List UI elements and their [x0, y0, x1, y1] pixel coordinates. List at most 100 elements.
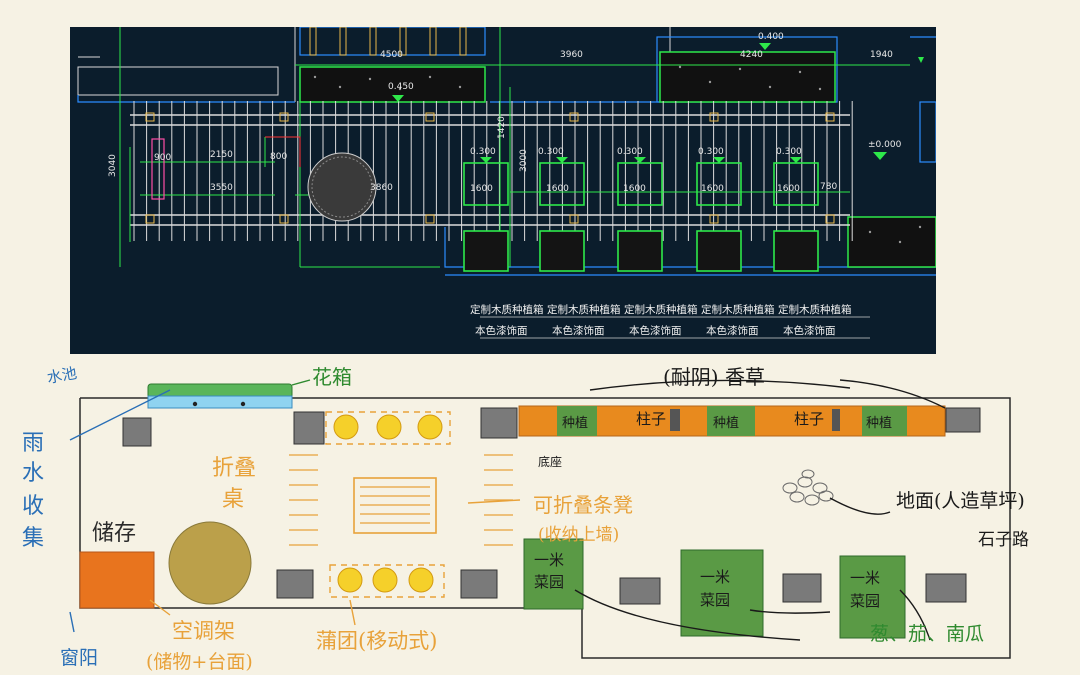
- cad-box-dim-4: 1600: [777, 184, 800, 194]
- storage-round: [168, 521, 252, 605]
- cad-box-elev-3: 0.300: [698, 147, 724, 157]
- pond: [147, 383, 293, 409]
- cad-dimension-lines: [119, 27, 910, 268]
- cad-leader-lines: [480, 316, 870, 339]
- cad-box-sub-2: 本色漆饰面: [629, 324, 682, 337]
- cad-hatched-beds: [299, 27, 936, 268]
- label-planting-group: 种植 种植 种植 柱子 柱子: [562, 410, 892, 431]
- cad-box-label-4: 定制木质种植箱: [778, 303, 852, 316]
- veg-beds: [523, 538, 906, 639]
- annotation-leaders: [69, 379, 946, 641]
- cad-pdim-6: 780: [820, 182, 837, 192]
- cad-box-labels: 定制木质种植箱 定制木质种植箱 定制木质种植箱 定制木质种植箱 定制木质种植箱 …: [470, 303, 852, 337]
- cad-pdim-2: 3550: [210, 183, 233, 193]
- cad-dim-top-1: 3960: [560, 50, 583, 60]
- cad-planter-boxes: [463, 157, 819, 272]
- label-folding-table-1: 桌: [222, 487, 244, 512]
- cad-pdim-5: 900: [154, 153, 171, 163]
- label-pond: 水池: [46, 364, 79, 387]
- cad-box-elev-4: 0.300: [776, 147, 802, 157]
- planter-box: [539, 230, 585, 272]
- cad-dim-top-0: 4500: [380, 50, 403, 60]
- hand-sketch-plan: 水池 花箱 雨 水 收 集 (耐阴) 香草 种植 种植 种植 柱子 柱子 底座 …: [22, 364, 1029, 673]
- cad-box-sub-3: 本色漆饰面: [706, 324, 759, 337]
- cad-elev-2: ±0.000: [868, 140, 902, 150]
- cad-red-line: [265, 136, 301, 167]
- label-folding-table-0: 折叠: [212, 456, 256, 481]
- label-ac-rack-note: (储物+台面): [146, 651, 253, 673]
- cad-plan-svg: 4500 3960 4240 1940 0.450 0.400 ±0.000 1…: [77, 27, 936, 339]
- veg-0-b: 菜园: [534, 573, 564, 591]
- pergola-posts: [145, 112, 835, 224]
- label-bench: 可折叠条凳: [533, 493, 633, 517]
- folding-benches: [325, 411, 451, 598]
- corner-block: [79, 551, 155, 609]
- label-planting-0: 种植: [562, 416, 588, 431]
- planter-box: [463, 230, 509, 272]
- cad-elev-0: 0.450: [388, 82, 414, 92]
- label-ground: 地面(人造草坪): [896, 490, 1025, 512]
- cad-box-sub-1: 本色漆饰面: [552, 324, 605, 337]
- label-shed: 储存: [92, 521, 136, 546]
- cad-box-dim-1: 1600: [546, 184, 569, 194]
- cad-box-sub-4: 本色漆饰面: [783, 324, 836, 337]
- box-elevation-marker: [790, 157, 802, 163]
- cad-box-elev-0: 0.300: [470, 147, 496, 157]
- label-ac-rack: 空调架: [172, 619, 235, 643]
- cad-vdim-1: 3040: [108, 154, 118, 177]
- planting-strip: [518, 405, 946, 437]
- cad-plan-drawing: 4500 3960 4240 1940 0.450 0.400 ±0.000 1…: [70, 27, 936, 354]
- cad-vdim-0: 1420: [497, 116, 507, 139]
- label-planting-2: 种植: [866, 416, 892, 431]
- label-planting-1: 种植: [713, 416, 739, 431]
- rain-2: 收: [22, 494, 44, 519]
- folding-table: [353, 477, 437, 534]
- planter-box: [617, 230, 663, 272]
- cad-box-elev-2: 0.300: [617, 147, 643, 157]
- pergola-slats: [133, 101, 853, 241]
- cad-box-sub-0: 本色漆饰面: [475, 324, 528, 337]
- cad-pdim-1: 800: [270, 152, 287, 162]
- bench-hatching: [289, 454, 513, 546]
- veg-2-a: 一米: [850, 569, 880, 587]
- cad-box-dim-2: 1600: [623, 184, 646, 194]
- gravel-path: [782, 469, 834, 506]
- cad-dim-top-3: 1940: [870, 50, 893, 60]
- cad-pdim-4: 3860: [370, 183, 393, 193]
- cad-box-elev-1: 0.300: [538, 147, 564, 157]
- planter-box: [773, 230, 819, 272]
- cad-box-texts: 0.300 0.300 0.300 0.300 0.300 1600 1600 …: [470, 147, 802, 194]
- label-column-1: 柱子: [794, 410, 824, 428]
- rain-0: 雨: [22, 431, 44, 456]
- pillars: [121, 407, 981, 605]
- cad-round-table: [307, 152, 377, 222]
- rain-1: 水: [22, 461, 44, 486]
- veg-2-b: 菜园: [850, 592, 880, 610]
- label-rain-collect: 雨 水 收 集: [22, 431, 44, 551]
- veg-1-a: 一米: [700, 568, 730, 586]
- label-base: 底座: [538, 454, 562, 469]
- label-cushion: 蒲团(移动式): [316, 629, 437, 653]
- cad-pink-marker: [151, 138, 165, 200]
- cad-box-dim-3: 1600: [701, 184, 724, 194]
- rain-3: 集: [22, 526, 44, 551]
- cad-elevation-markers: [392, 43, 924, 160]
- cad-dim-top-2: 4240: [740, 50, 763, 60]
- label-flower-box: 花箱: [312, 365, 352, 389]
- label-stone-path: 石子路: [978, 530, 1029, 550]
- label-veg-beds: 一米 菜园 一米 菜园 一米 菜园: [534, 551, 880, 610]
- box-elevation-marker: [556, 157, 568, 163]
- label-column-0: 柱子: [636, 410, 666, 428]
- cad-pdim-3: 3000: [519, 149, 529, 172]
- cad-elev-1: 0.400: [758, 32, 784, 42]
- cad-box-label-1: 定制木质种植箱: [547, 303, 621, 316]
- veg-0-a: 一米: [534, 551, 564, 569]
- cad-pdim-0: 2150: [210, 150, 233, 160]
- box-elevation-marker: [634, 157, 646, 163]
- box-elevation-marker: [480, 157, 492, 163]
- cad-box-label-2: 定制木质种植箱: [624, 303, 698, 316]
- cad-box-label-3: 定制木质种植箱: [701, 303, 775, 316]
- cushion-seats: [333, 414, 443, 593]
- label-shade-herbs: (耐阴) 香草: [663, 365, 765, 389]
- box-elevation-marker: [713, 157, 725, 163]
